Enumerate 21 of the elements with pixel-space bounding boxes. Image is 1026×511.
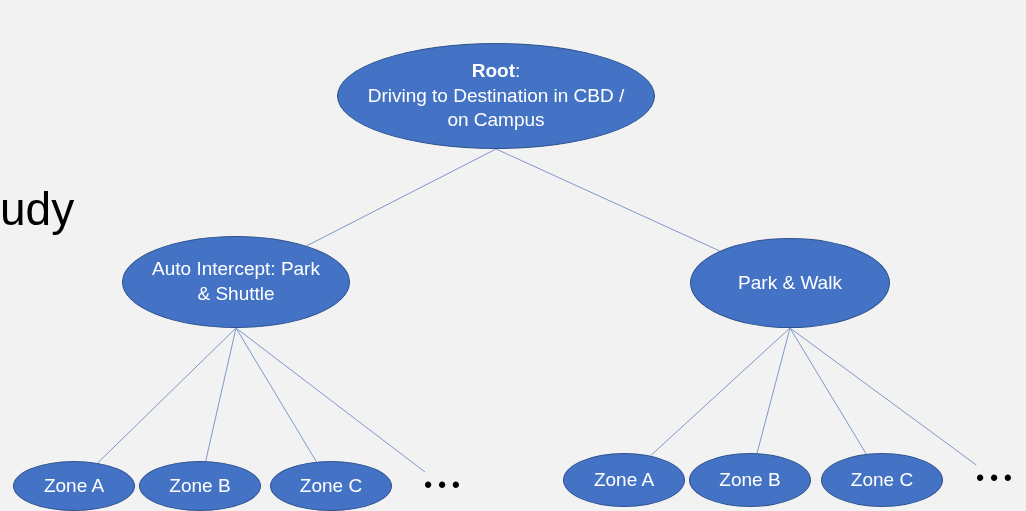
connector-line (205, 327, 237, 462)
node-label: Park & Walk (738, 270, 842, 295)
ellipsis-text: • • • (411, 472, 473, 498)
node-label: Zone A (43, 473, 105, 498)
node-label: Zone C (299, 473, 363, 498)
ellipsis-text: • • • (963, 465, 1025, 491)
connector-line (650, 327, 791, 457)
connector-line (789, 327, 977, 466)
node-label: Zone B (719, 467, 781, 492)
node-label: Driving to Destination in CBD / on Campus (366, 83, 626, 133)
node-label: Zone B (169, 473, 231, 498)
node-label: Auto Intercept: Park & Shuttle (151, 257, 321, 306)
connector-line (235, 327, 317, 463)
connector-line (789, 327, 867, 455)
connector-line (235, 327, 426, 473)
node-label: Zone C (850, 467, 914, 492)
node-label: Root: (471, 58, 521, 83)
connector-line (306, 148, 497, 247)
node-label: Zone A (593, 467, 655, 492)
connector-line (495, 148, 721, 252)
connector-line (756, 327, 791, 454)
